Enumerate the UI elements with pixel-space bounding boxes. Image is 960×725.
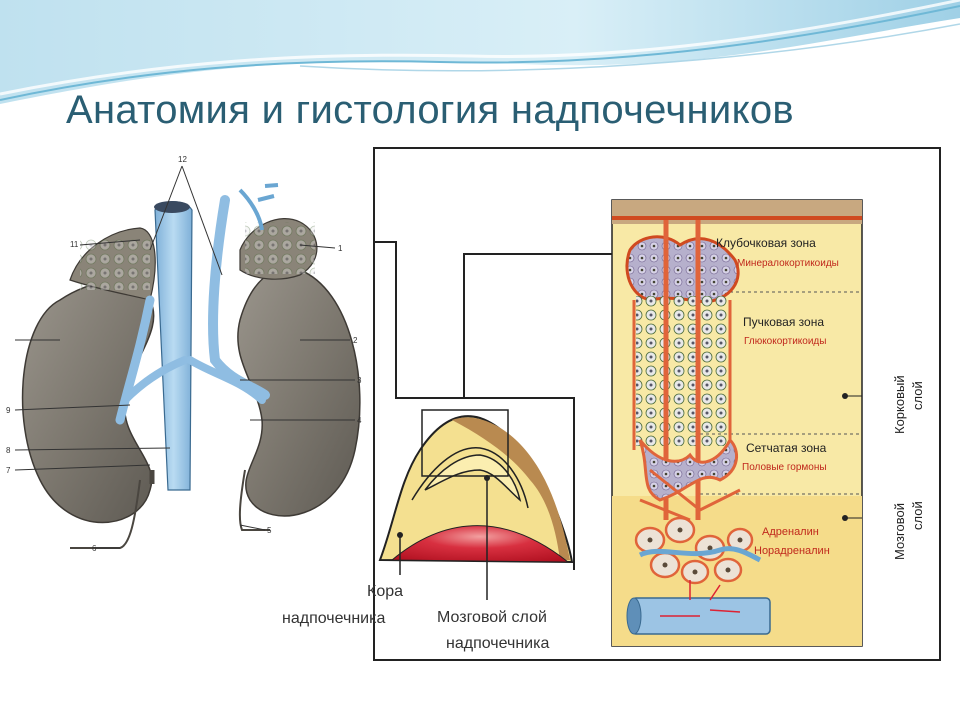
zone-fascicular: Пучковая зона [743, 315, 824, 329]
cortical-layer-line1: Корковый [892, 375, 907, 434]
label-3: 3 [357, 376, 362, 385]
cortex-label-line1: Кора [367, 583, 403, 600]
medulla-label-line1: Мозговой слой [437, 609, 547, 626]
label-6: 6 [92, 544, 97, 553]
medulla-hormone-2: Норадреналин [754, 545, 830, 557]
medullary-layer-line1: Мозговой [892, 503, 907, 560]
medulla-hormone-1: Адреналин [762, 526, 819, 538]
medullary-layer-line2: слой [910, 501, 925, 530]
cortex-label-line2: надпочечника [282, 610, 385, 627]
label-4: 4 [357, 416, 362, 425]
zone-reticular: Сетчатая зона [746, 441, 827, 455]
cross-section-labels: Кора надпочечника Мозговой слой надпочеч… [282, 583, 549, 652]
header-wave [0, 0, 960, 104]
zone-glomerular-hormone: Минералокортикоиды [737, 258, 839, 269]
medulla-label-line2: надпочечника [446, 635, 549, 652]
kidney-anatomy-illustration [0, 144, 374, 566]
label-1: 1 [338, 244, 343, 253]
label-11: 11 [70, 240, 79, 249]
kidney-number-labels: 12 11 1 2 3 4 5 6 7 8 9 [6, 155, 362, 553]
label-5: 5 [267, 526, 272, 535]
label-9: 9 [6, 406, 11, 415]
zone-reticular-hormone: Половые гормоны [742, 462, 827, 473]
label-7: 7 [6, 466, 11, 475]
histology-column [611, 199, 863, 647]
label-8: 8 [6, 446, 11, 455]
layer-labels: Корковый слой Мозговой слой [892, 375, 925, 560]
slide-title: Анатомия и гистология надпочечников [66, 88, 794, 132]
cortical-layer-line2: слой [910, 381, 925, 410]
label-2: 2 [353, 336, 358, 345]
zone-fascicular-hormone: Глюкокортикоиды [744, 336, 826, 347]
zone-glomerular: Клубочковая зона [716, 236, 816, 250]
label-12: 12 [178, 155, 187, 164]
zone-labels: Клубочковая зона Минералокортикоиды Пучк… [716, 236, 839, 557]
